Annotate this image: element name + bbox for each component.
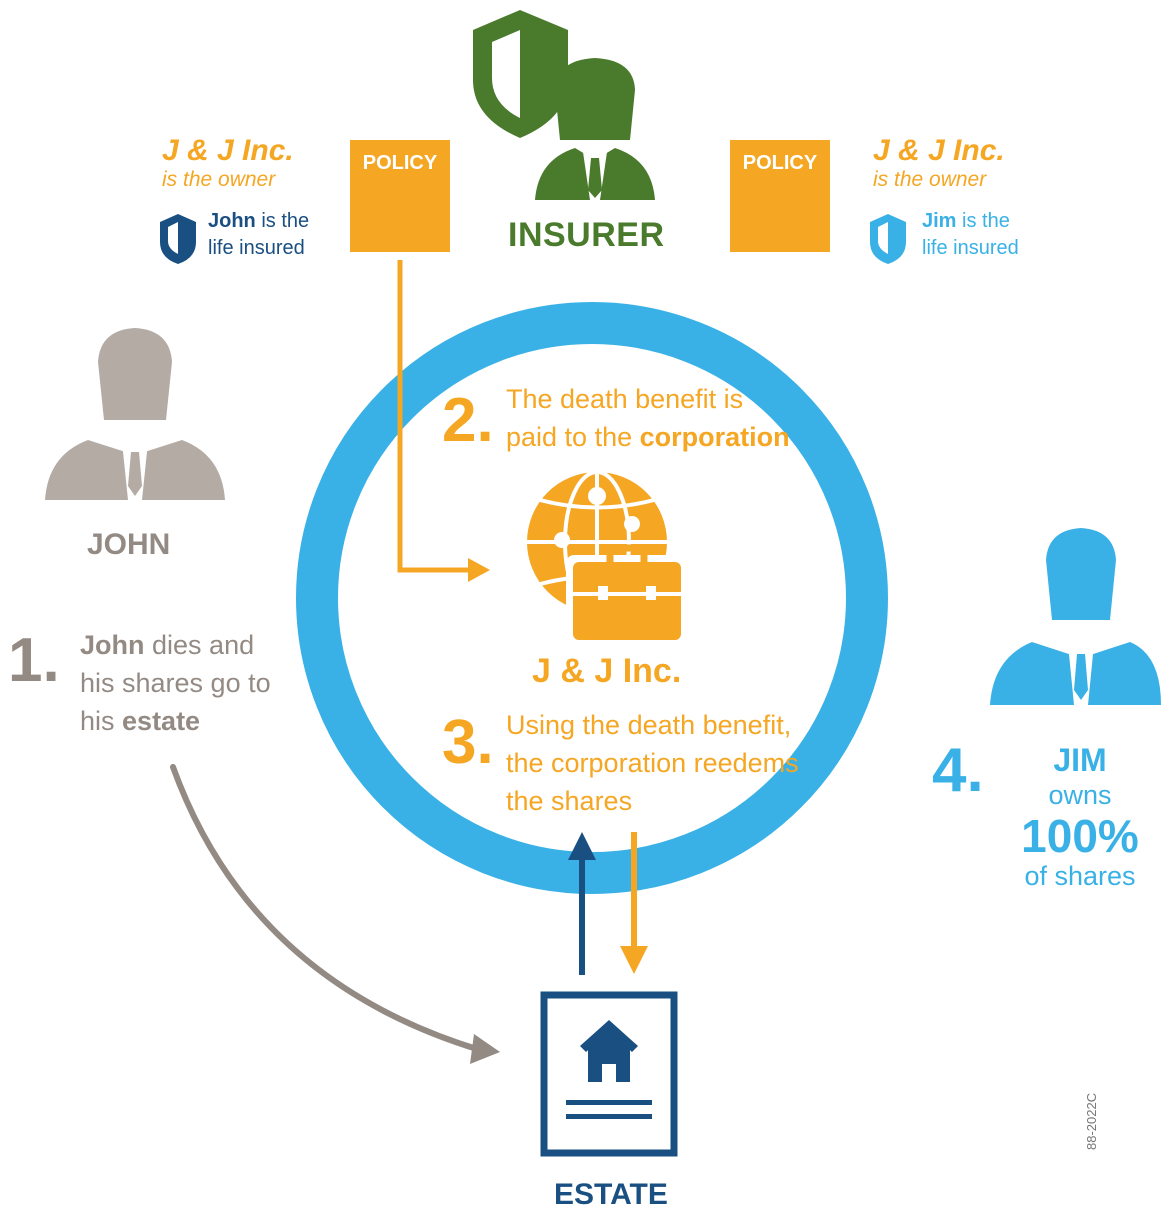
jim-label: JIM xyxy=(1053,742,1107,778)
policy-right-insured-rest1: is the xyxy=(962,210,1010,232)
step2-line1: The death benefit is xyxy=(506,384,744,414)
step2-line2-pre: paid to the xyxy=(506,422,633,452)
policy-right-insured-name: Jim xyxy=(922,210,957,232)
insurer-label: INSURER xyxy=(508,216,665,254)
step3-number: 3. xyxy=(442,708,494,777)
policy-left-document: POLICY xyxy=(350,140,450,252)
step2-text: The death benefit is paid to the corpora… xyxy=(506,380,790,456)
john-label: JOHN xyxy=(87,528,171,561)
john-person-icon xyxy=(45,328,225,500)
payment-down-arrowhead xyxy=(620,946,648,974)
benefit-arrow xyxy=(397,260,472,573)
policy-left-insured-name: John xyxy=(208,210,256,232)
step3-line1: Using the death benefit, xyxy=(506,710,792,740)
step1-line1: dies and xyxy=(152,630,255,660)
estate-transfer-arrow xyxy=(170,764,483,1053)
step3-line3: the shares xyxy=(506,786,633,816)
policy-left-owner: J & J Inc. is the owner xyxy=(162,134,294,191)
step3-line2: the corporation reedems xyxy=(506,748,799,778)
step1-john: John xyxy=(80,630,145,660)
policy-right-doc-label: POLICY xyxy=(742,152,818,174)
policy-right-owner-title: J & J Inc. xyxy=(873,134,1005,167)
policy-left-insured-rest1: is the xyxy=(261,210,310,232)
shield-dark-icon xyxy=(160,214,196,264)
estate-label: ESTATE xyxy=(554,1178,668,1211)
estate-transfer-arrowhead xyxy=(470,1034,500,1064)
shield-light-icon xyxy=(870,214,906,264)
step2-corporation: corporation xyxy=(639,422,790,452)
policy-left-owner-sub: is the owner xyxy=(162,168,276,191)
step1-line3-pre: his xyxy=(80,706,115,736)
benefit-arrowhead xyxy=(468,558,490,582)
policy-right-owner-sub: is the owner xyxy=(873,168,987,191)
step1-estate: estate xyxy=(122,706,201,736)
document-code: 88-2022C xyxy=(1084,1092,1099,1150)
corporation-label: J & J Inc. xyxy=(532,652,682,690)
jim-person-icon xyxy=(990,528,1161,705)
step1-line2: his shares go to xyxy=(80,668,271,698)
jim-of-shares: of shares xyxy=(1024,861,1136,891)
jim-owns: owns xyxy=(1048,780,1112,810)
insurer-person-icon xyxy=(535,58,655,200)
redeem-up-arrowhead xyxy=(568,832,596,860)
ownership-cycle-ring xyxy=(296,302,888,894)
policy-left-doc-label: POLICY xyxy=(362,152,438,174)
policy-left-owner-title: J & J Inc. xyxy=(162,134,294,167)
step2-number: 2. xyxy=(442,386,494,455)
jim-percent: 100% xyxy=(1021,810,1139,862)
jim-ownership: JIM owns 100% of shares xyxy=(1010,744,1150,890)
policy-right-document: POLICY xyxy=(730,140,830,252)
step3-text: Using the death benefit, the corporation… xyxy=(506,706,799,820)
insurer-shield-icon xyxy=(473,10,568,138)
policy-left-insured-rest2: life insured xyxy=(208,237,305,259)
step1-text: John dies and his shares go to his estat… xyxy=(80,626,271,740)
policy-right-insured: Jim is the life insured xyxy=(922,208,1019,262)
step1-number: 1. xyxy=(8,626,60,695)
policy-right-owner: J & J Inc. is the owner xyxy=(873,134,1005,191)
policy-right-insured-rest2: life insured xyxy=(922,237,1019,259)
policy-left-insured: John is the life insured xyxy=(208,208,309,262)
globe-briefcase-icon xyxy=(527,470,688,645)
step4-number: 4. xyxy=(932,736,984,805)
estate-document-house-icon xyxy=(540,991,678,1157)
